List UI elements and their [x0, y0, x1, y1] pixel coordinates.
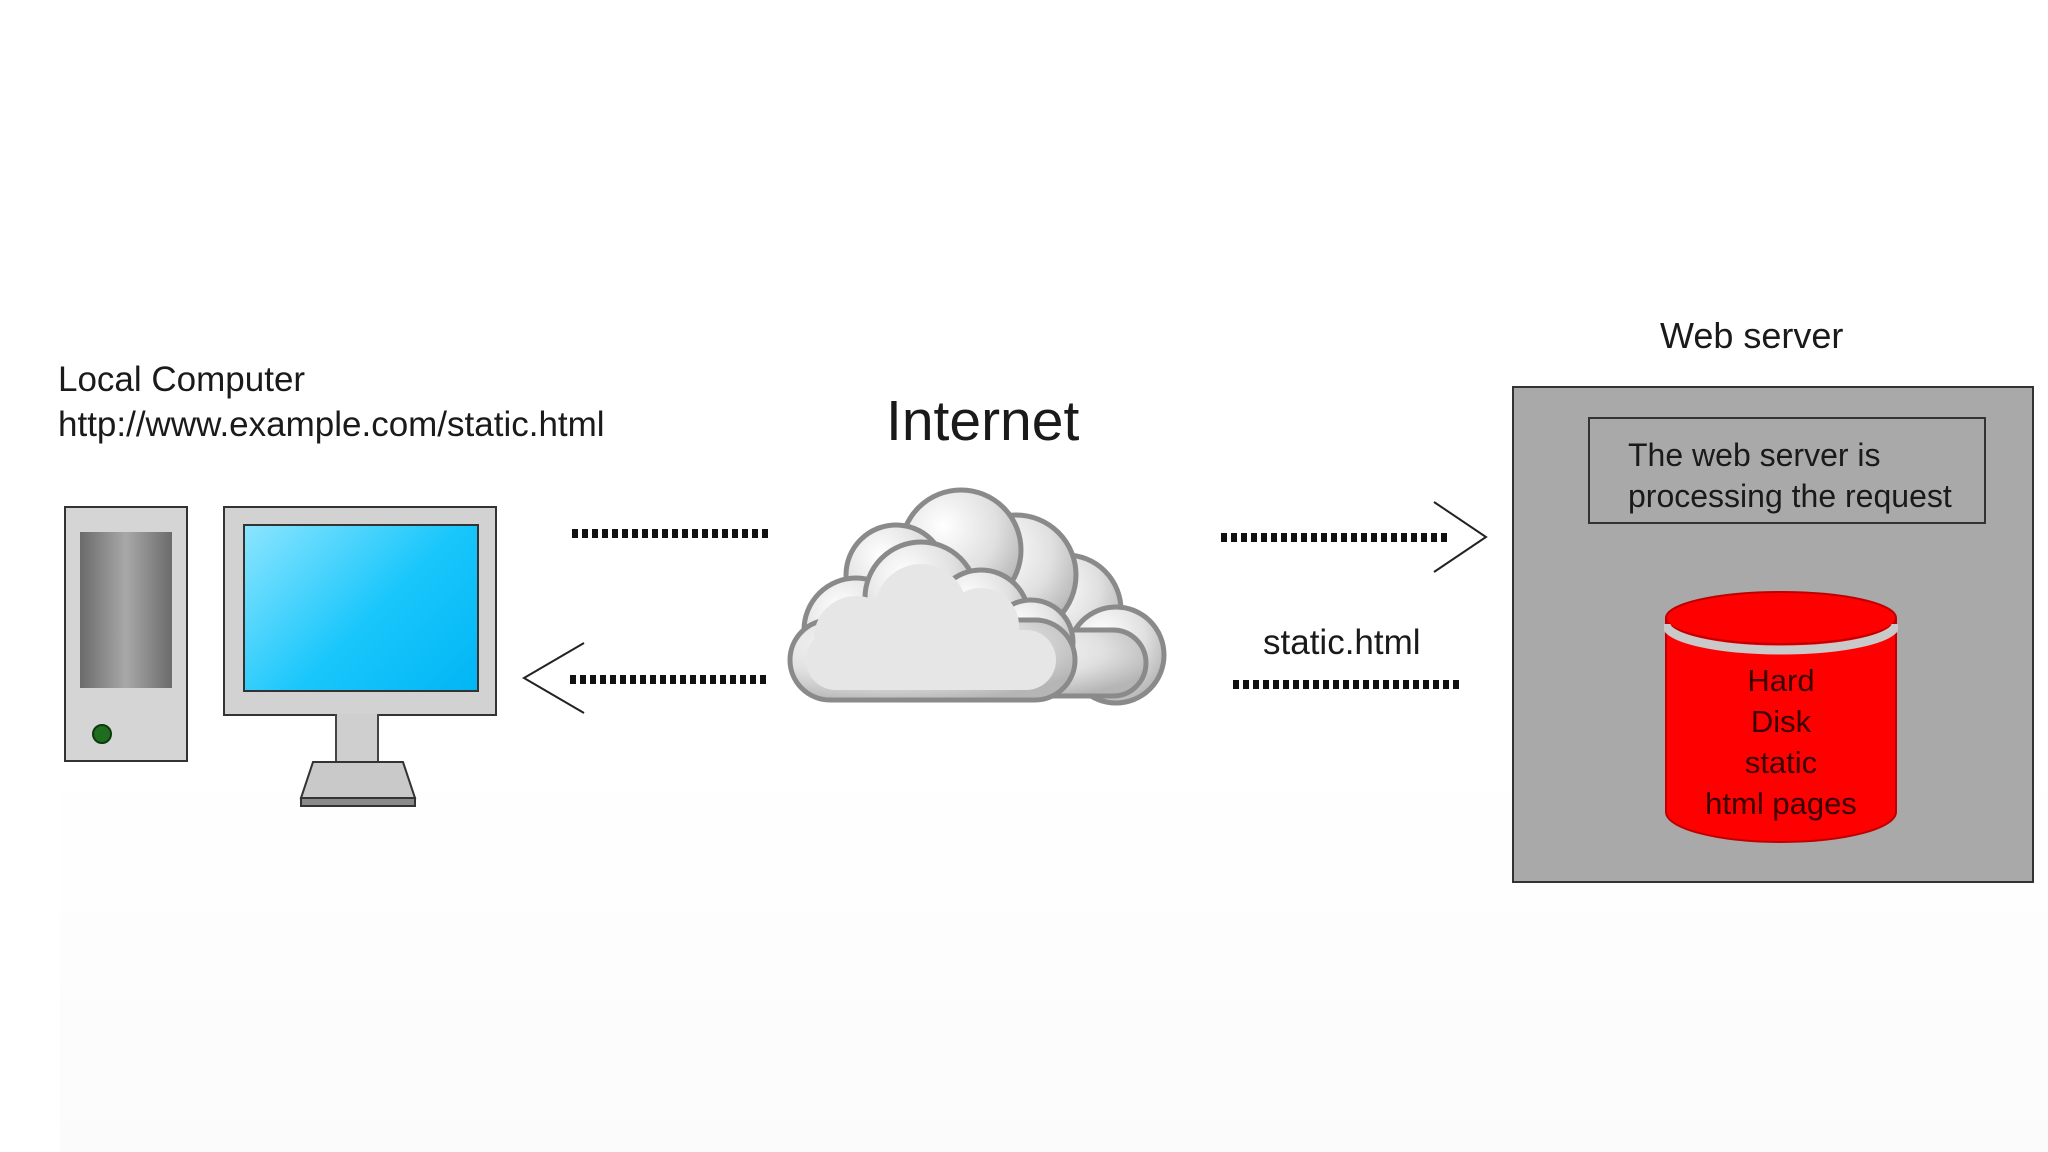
request-to-server-dotted-line — [1221, 533, 1447, 542]
arrowhead-right-icon — [1433, 501, 1488, 573]
server-status-line: processing the request — [1628, 478, 1952, 514]
local-computer-url: http://www.example.com/static.html — [58, 405, 605, 444]
local-computer-title: Local Computer — [58, 360, 306, 399]
web-server-title: Web server — [1660, 315, 1844, 356]
drive-bay — [80, 532, 172, 586]
disk-label-line: html pages — [1705, 786, 1857, 821]
computer-tower-icon — [64, 506, 188, 762]
monitor-base-icon — [299, 761, 417, 807]
server-status-line: The web server is — [1628, 437, 1881, 473]
hard-disk-icon — [1664, 591, 1898, 843]
response-dotted-line — [570, 675, 770, 684]
response-file-label: static.html — [1263, 623, 1421, 662]
arrowhead-left-icon — [522, 642, 585, 714]
request-dotted-line — [572, 529, 772, 538]
server-status-text: The web server is processing the request — [1628, 435, 1952, 517]
server-status-box: The web server is processing the request — [1588, 417, 1986, 524]
hard-disk-label: Hard Disk static html pages — [1664, 660, 1898, 824]
monitor-screen — [243, 524, 479, 692]
disk-label-line: Hard — [1747, 663, 1815, 698]
internet-title: Internet — [886, 389, 1080, 453]
power-led-icon — [92, 724, 112, 744]
disk-label-line: static — [1744, 745, 1818, 780]
drive-bay — [80, 584, 172, 638]
disk-label-line: Disk — [1750, 704, 1812, 739]
monitor-icon — [223, 506, 497, 716]
drive-bay — [80, 636, 172, 688]
server-response-dotted-line — [1233, 680, 1459, 689]
cloud-icon — [787, 487, 1167, 706]
